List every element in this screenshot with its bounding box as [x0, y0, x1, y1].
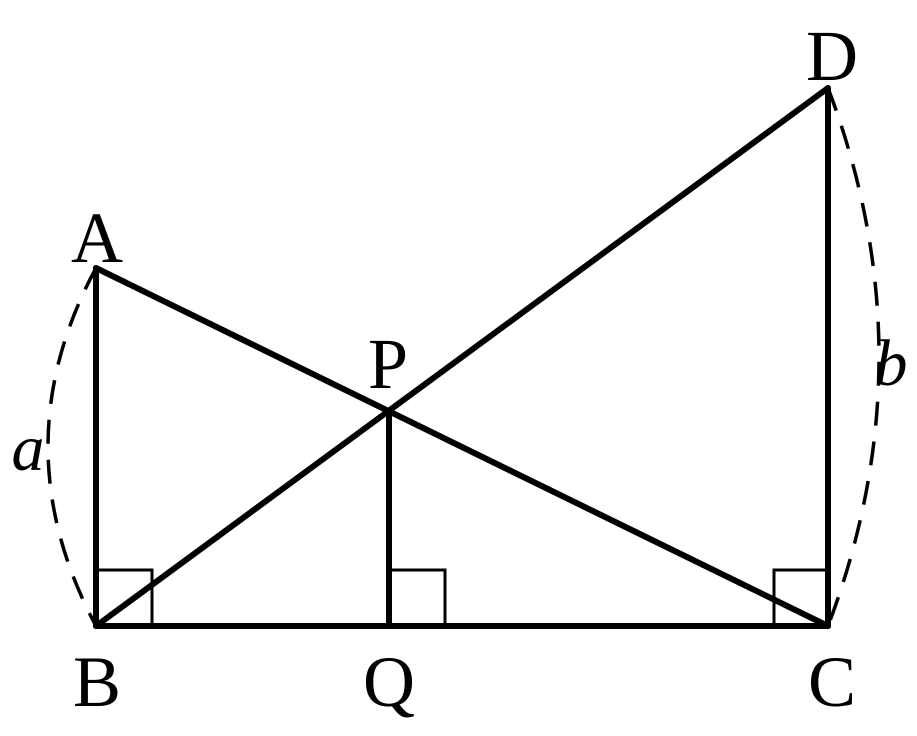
label-point-c: C — [808, 642, 856, 722]
label-point-b: B — [73, 642, 121, 722]
label-point-d: D — [806, 16, 858, 96]
label-length-a: a — [12, 412, 45, 485]
label-length-b: b — [875, 327, 908, 400]
right-angle-mark-b — [96, 568, 154, 626]
segment-bd — [93, 85, 831, 629]
label-point-q: Q — [363, 642, 415, 722]
length-arc-b — [826, 87, 881, 627]
length-arc-a — [46, 267, 98, 627]
right-angle-mark-q — [389, 568, 447, 626]
segment-ac — [93, 265, 831, 629]
right-angle-mark-c — [772, 568, 828, 626]
label-point-a: A — [71, 198, 123, 278]
label-point-p: P — [368, 324, 408, 404]
